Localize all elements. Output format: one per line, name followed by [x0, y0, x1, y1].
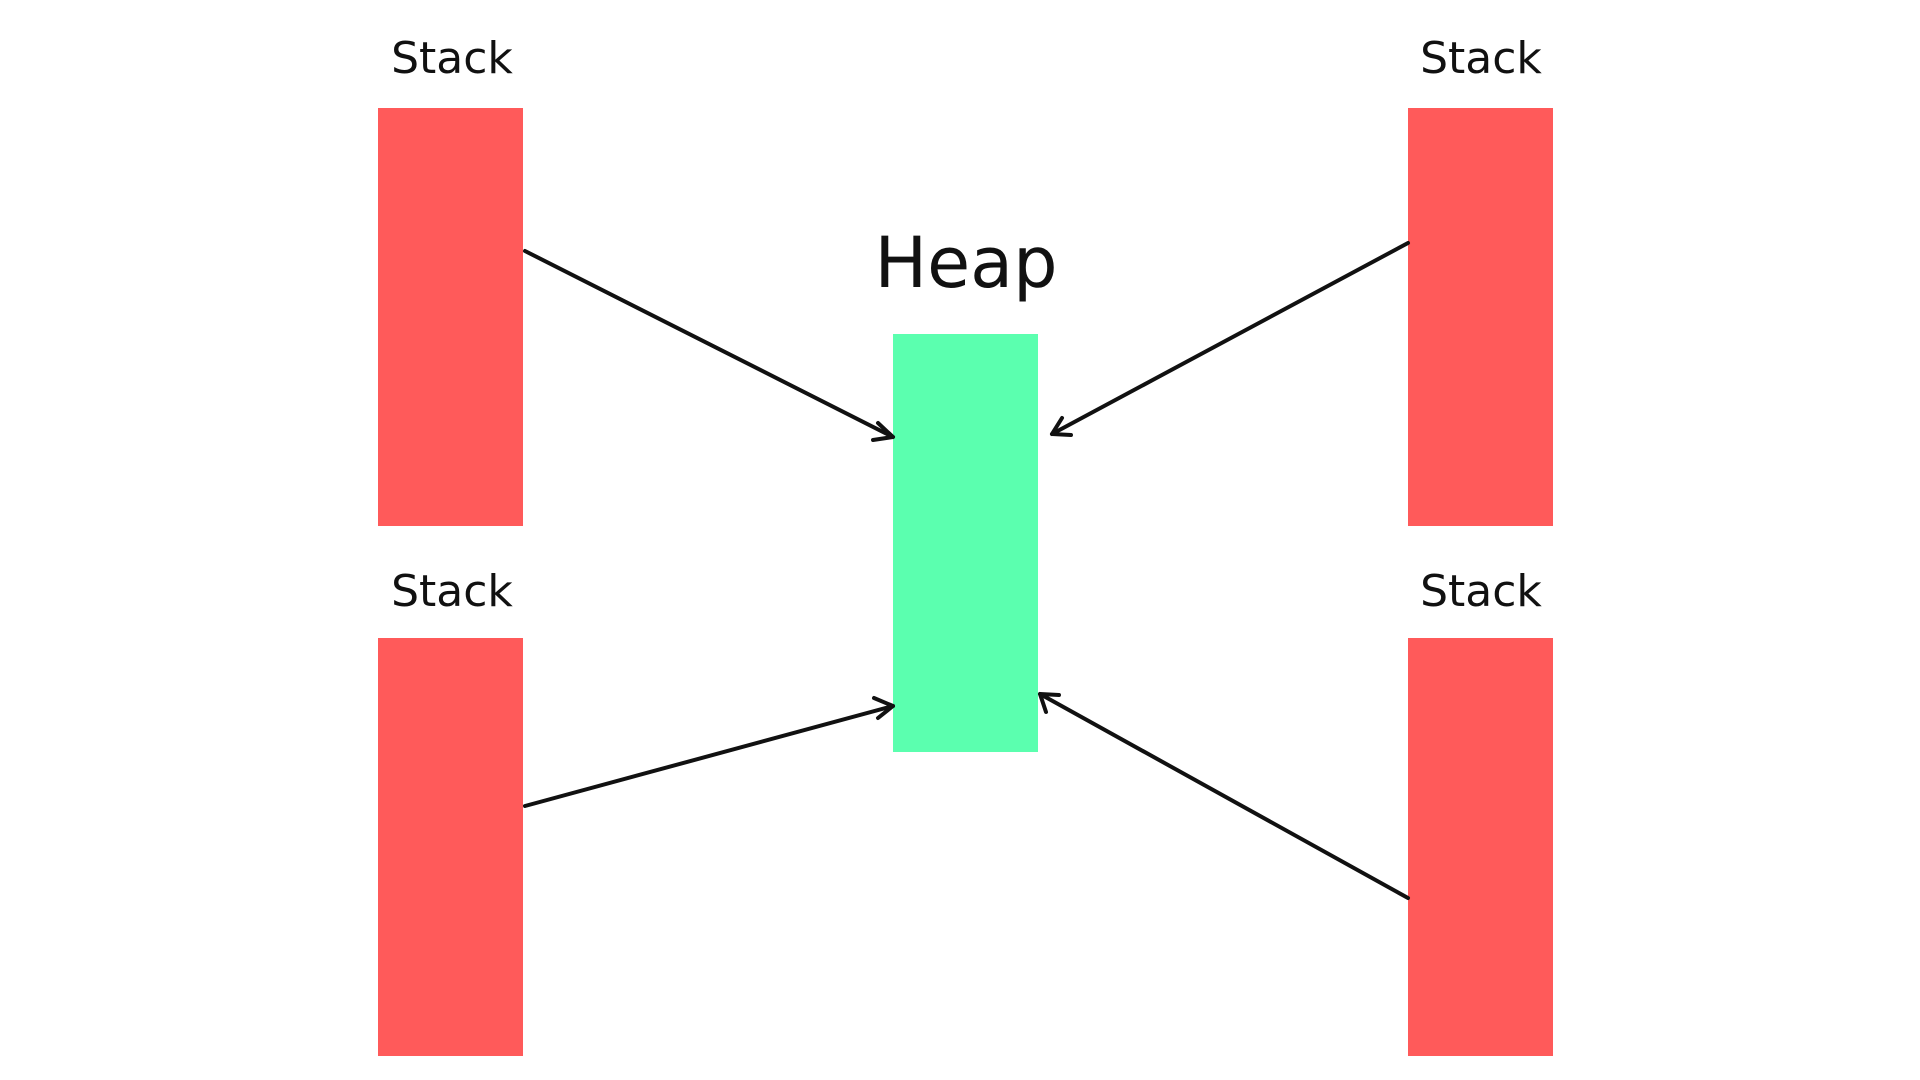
stack-label-bottom-left: Stack [391, 566, 513, 617]
stack-block-top-right [1408, 108, 1553, 526]
arrow-bottom-left-to-heap [523, 696, 895, 808]
arrow-top-left-to-heap [523, 249, 895, 442]
stack-block-top-left [378, 108, 523, 526]
stack-label-top-right: Stack [1420, 33, 1542, 84]
arrow-bottom-right-to-heap [1038, 692, 1410, 900]
stack-label-bottom-right: Stack [1420, 566, 1542, 617]
stack-block-bottom-left [378, 638, 523, 1056]
arrow-top-right-to-heap [1050, 241, 1410, 437]
stack-label-top-left: Stack [391, 33, 513, 84]
stack-block-bottom-right [1408, 638, 1553, 1056]
heap-label: Heap [874, 222, 1058, 304]
heap-block [893, 334, 1038, 752]
